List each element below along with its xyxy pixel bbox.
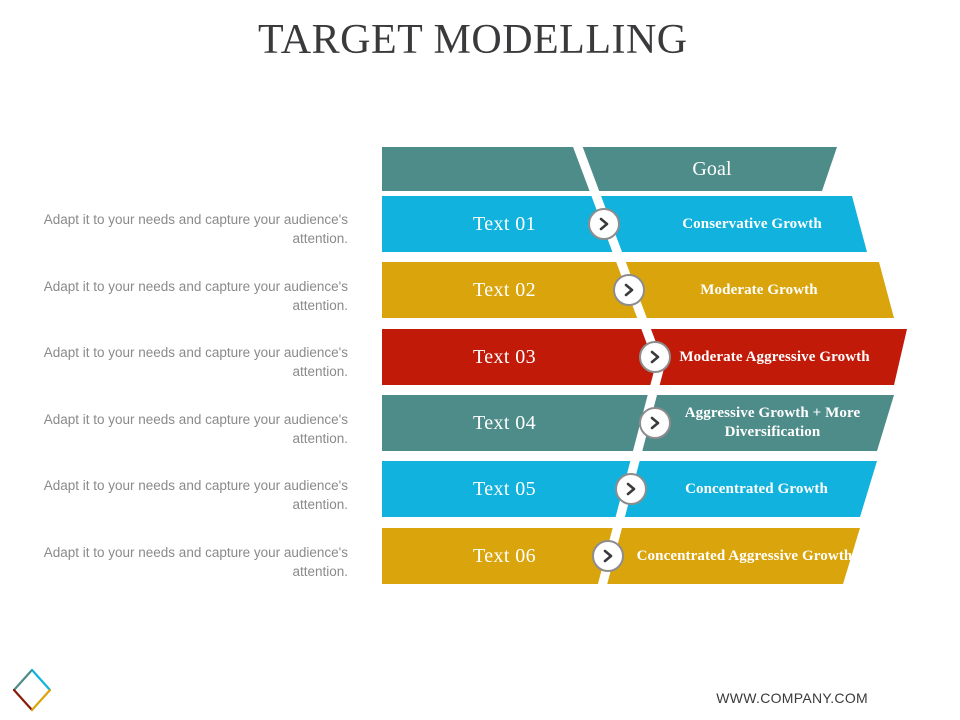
page-title: TARGET MODELLING — [258, 17, 688, 63]
row-caption-3: Adapt it to your needs and capture your … — [43, 345, 348, 379]
row-caption-6: Adapt it to your needs and capture your … — [43, 545, 348, 579]
row-caption-4: Adapt it to your needs and capture your … — [43, 412, 348, 446]
goal-bar-shape — [382, 147, 837, 191]
funnel-row-1[interactable]: Text 01 Conservative Growth — [382, 196, 867, 252]
diamond-outline-logo — [12, 668, 52, 712]
chevron-right-icon-2[interactable] — [613, 274, 645, 306]
row-caption-5: Adapt it to your needs and capture your … — [43, 478, 348, 512]
chevron-glyph — [650, 416, 660, 430]
chevron-right-icon-6[interactable] — [592, 540, 624, 572]
chevron-glyph — [626, 482, 636, 496]
row-4-bar-shape — [382, 395, 894, 451]
chevron-right-icon-4[interactable] — [639, 407, 671, 439]
row-caption-2: Adapt it to your needs and capture your … — [43, 279, 348, 313]
footer-website-url: WWW.COMPANY.COM — [716, 690, 868, 706]
funnel-row-4[interactable]: Text 04 Aggressive Growth + More Diversi… — [382, 395, 894, 451]
chevron-right-icon-1[interactable] — [588, 208, 620, 240]
funnel-row-goal[interactable]: Goal — [382, 147, 837, 191]
row-caption-1: Adapt it to your needs and capture your … — [43, 212, 348, 246]
chevron-glyph — [624, 283, 634, 297]
chevron-right-icon-3[interactable] — [639, 341, 671, 373]
chevron-glyph — [603, 549, 613, 563]
chevron-glyph — [650, 350, 660, 364]
chevron-right-icon-5[interactable] — [615, 473, 647, 505]
row-1-bar-shape — [382, 196, 867, 252]
chevron-glyph — [599, 217, 609, 231]
